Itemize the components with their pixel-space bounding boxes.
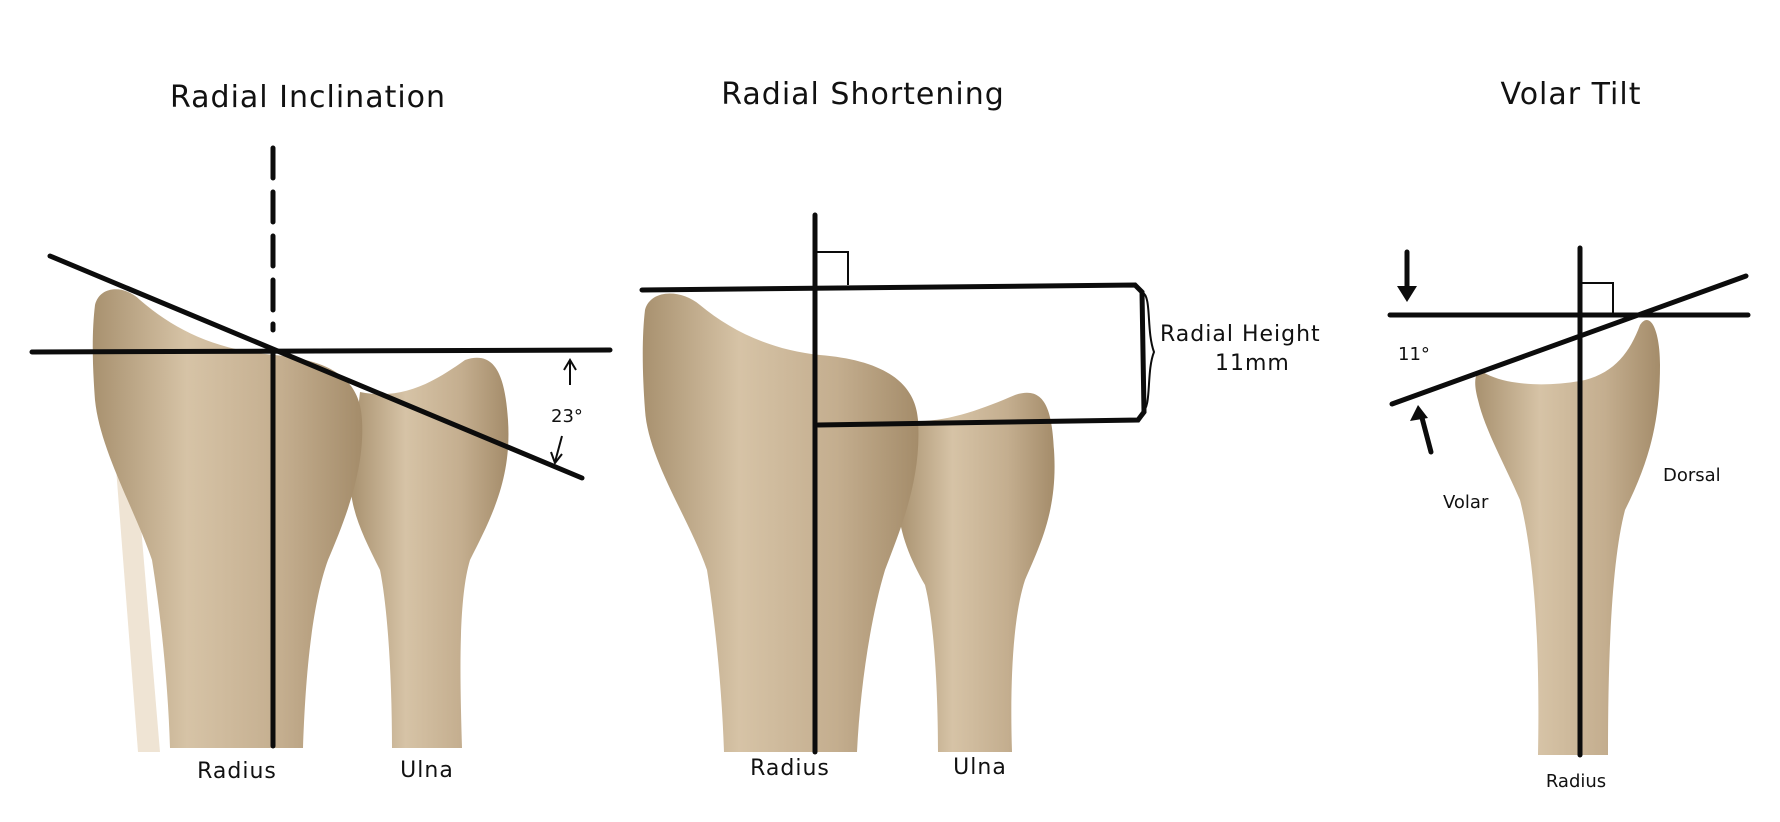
bone-label-radius: Radius [1546, 771, 1606, 792]
arrow-head-up-icon [563, 358, 577, 371]
measure-label: Radial Height [1160, 322, 1321, 347]
measure-value: 11mm [1215, 351, 1290, 376]
right-angle-marker [1580, 282, 1614, 315]
angle-label: 11° [1398, 344, 1430, 365]
radius-bone [92, 289, 363, 748]
side-label-dorsal: Dorsal [1663, 465, 1721, 486]
arrow-down-icon [1397, 286, 1417, 302]
arrow-head-down-icon [550, 451, 563, 466]
radius-bone [1475, 319, 1660, 755]
inclination-line [47, 253, 585, 481]
ulna-bone [897, 392, 1055, 752]
panel-radial-inclination: Radial Inclination 23° Radius Ulna [29, 80, 613, 784]
panel-title: Radial Inclination [170, 80, 446, 115]
panel-title: Volar Tilt [1501, 77, 1642, 112]
panel-radial-shortening: Radial Shortening Radial Height 11mm Rad… [639, 77, 1321, 781]
bone-label-ulna: Ulna [953, 755, 1007, 780]
angle-arrow-down [554, 435, 563, 463]
bone-edge-shading [115, 455, 160, 752]
panel-title: Radial Shortening [721, 77, 1005, 112]
radial-height-lines [639, 282, 1147, 428]
volar-tilt-line [1389, 273, 1749, 407]
bone-label-radius: Radius [750, 756, 830, 781]
angle-label: 23° [551, 406, 583, 427]
right-angle-marker [815, 251, 849, 285]
bone-label-ulna: Ulna [400, 758, 454, 783]
perpendicular-line [29, 347, 613, 355]
ulna-bone [350, 357, 509, 748]
radius-bone [642, 293, 919, 752]
arrow-up-icon [1410, 405, 1428, 421]
side-label-volar: Volar [1443, 492, 1489, 513]
panel-volar-tilt: Volar Tilt 11° Volar Dorsal Radius [1387, 77, 1751, 792]
bone-label-radius: Radius [197, 759, 277, 784]
brace-icon [1141, 291, 1156, 413]
arrow-up [1418, 411, 1434, 455]
